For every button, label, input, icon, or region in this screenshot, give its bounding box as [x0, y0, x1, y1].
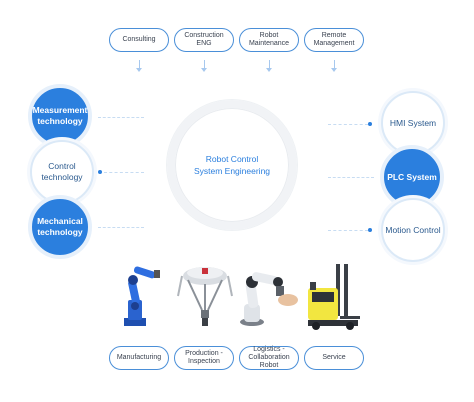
delta-robot-icon — [177, 267, 233, 326]
top-item-construction-eng[interactable]: Construction ENG — [174, 28, 234, 52]
node-mechanical-technology[interactable]: Mechanical technology — [28, 195, 92, 259]
node-motion-control[interactable]: Motion Control — [381, 198, 445, 262]
arrow-head-construction — [201, 68, 207, 72]
bottom-item-manufacturing[interactable]: Manufacturing — [109, 346, 169, 370]
connector-mechanical — [98, 227, 144, 228]
top-item-robot-maintenance[interactable]: Robot Maintenance — [239, 28, 299, 52]
bottom-item-service[interactable]: Service — [304, 346, 364, 370]
connector-hmi — [328, 124, 368, 125]
arrow-remote — [334, 60, 335, 68]
arrow-head-maintenance — [266, 68, 272, 72]
arrow-consulting — [139, 60, 140, 68]
arrow-maintenance — [269, 60, 270, 68]
arrow-head-remote — [331, 68, 337, 72]
connector-plc — [328, 177, 374, 178]
arrow-construction — [204, 60, 205, 68]
forklift-robot-icon — [308, 264, 360, 330]
industrial-arm-robot-icon — [124, 266, 160, 326]
arrow-head-consulting — [136, 68, 142, 72]
center-ring — [167, 100, 297, 230]
bottom-item-production-inspection[interactable]: Production - Inspection — [174, 346, 234, 370]
top-item-consulting[interactable]: Consulting — [109, 28, 169, 52]
connector-dot-motion — [368, 228, 372, 232]
connector-dot-hmi — [368, 122, 372, 126]
connector-measurement — [98, 117, 144, 118]
connector-dot-control — [98, 170, 102, 174]
top-item-remote-management[interactable]: Remote Management — [304, 28, 364, 52]
center-title: Robot Control System Engineering — [193, 154, 271, 176]
connector-control — [104, 172, 144, 173]
connector-motion — [328, 230, 368, 231]
node-measurement-technology[interactable]: Measurement technology — [28, 84, 92, 148]
collaborative-robot-icon — [240, 272, 298, 326]
bottom-item-logistics-collaboration[interactable]: Logistics - Collaboration Robot — [239, 346, 299, 370]
